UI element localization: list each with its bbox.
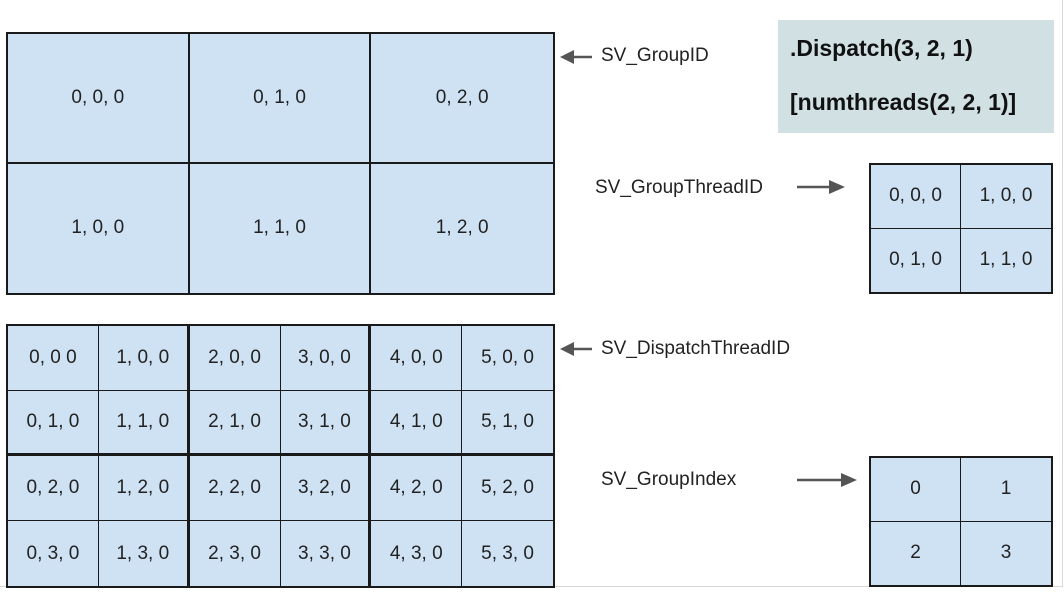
dispatch-grid-cell: 1, 1, 0 xyxy=(98,391,190,456)
dispatch-grid-cell: 5, 1, 0 xyxy=(462,391,553,456)
dispatch-grid-cell: 3, 1, 0 xyxy=(280,391,372,456)
dispatch-grid-cell: 2, 0, 0 xyxy=(189,326,281,391)
dispatch-grid-cell: 1, 2, 0 xyxy=(98,456,190,521)
thread-grid-cell: 0, 1, 0 xyxy=(871,228,961,292)
group-grid-cell: 0, 0, 0 xyxy=(8,34,190,164)
dispatch-grid-cell: 4, 1, 0 xyxy=(371,391,463,456)
index-grid-cell: 1 xyxy=(961,458,1051,522)
group-grid-cell: 0, 2, 0 xyxy=(371,34,553,164)
thread-grid-cell: 1, 1, 0 xyxy=(979,249,1033,271)
dispatch-grid-cell: 1, 0, 0 xyxy=(98,326,190,391)
dispatch-grid-cell: 3, 2, 0 xyxy=(280,456,372,521)
dispatch-grid-cell: 0, 1, 0 xyxy=(8,391,99,456)
group-id-label: SV_GroupID xyxy=(601,45,709,66)
dispatch-grid-cell: 1, 3, 0 xyxy=(99,521,190,586)
group-grid-cell: 1, 0, 0 xyxy=(8,163,190,293)
dispatch-grid-cell: 2, 2, 0 xyxy=(189,456,281,521)
group-thread-id-arrow-icon xyxy=(797,180,845,194)
index-grid-cell: 3 xyxy=(1000,542,1012,564)
dispatch-grid-cell: 5, 3, 0 xyxy=(481,542,534,564)
dispatch-grid-cell: 2, 1, 0 xyxy=(189,391,281,456)
group-index-label: SV_GroupIndex xyxy=(601,469,737,490)
dispatch-grid-cell: 3, 0, 0 xyxy=(280,326,372,391)
group-grid-cell: 0, 1, 0 xyxy=(189,34,372,164)
numthreads-text: [numthreads(2, 2, 1)] xyxy=(790,89,1017,115)
dispatch-grid-cell: 3, 3, 0 xyxy=(281,521,372,586)
dispatch-grid-cell: 0, 0 0 xyxy=(8,326,99,391)
dispatch-grid-cell: 5, 2, 0 xyxy=(462,456,553,521)
dispatch-grid-cell: 2, 3, 0 xyxy=(190,521,281,586)
index-grid-cell: 2 xyxy=(871,521,961,585)
group-grid-cell: 1, 1, 0 xyxy=(190,163,372,293)
thread-grid-cell: 1, 0, 0 xyxy=(961,165,1051,229)
dispatch-call-text: .Dispatch(3, 2, 1) xyxy=(790,35,973,61)
group-grid-cell: 1, 2, 0 xyxy=(435,217,489,239)
dispatch-grid-cell: 0, 2, 0 xyxy=(8,456,99,521)
dispatch-thread-id-label: SV_DispatchThreadID xyxy=(601,338,791,359)
dispatch-info-box: .Dispatch(3, 2, 1) [numthreads(2, 2, 1)] xyxy=(778,20,1054,133)
group-id-arrow-icon xyxy=(560,50,592,64)
dispatch-grid-cell: 5, 0, 0 xyxy=(462,326,553,391)
group-thread-id-label: SV_GroupThreadID xyxy=(595,177,763,198)
index-grid-cell: 0 xyxy=(871,458,961,522)
dispatch-grid-cell: 0, 3, 0 xyxy=(8,521,99,586)
group-index-arrow-icon xyxy=(797,473,857,487)
dispatch-grid-cell: 4, 3, 0 xyxy=(371,521,463,586)
thread-grid-cell: 0, 0, 0 xyxy=(871,165,961,229)
dispatch-grid-cell: 4, 2, 0 xyxy=(371,456,463,521)
dispatch-thread-id-arrow-icon xyxy=(560,342,592,356)
dispatch-grid-cell: 4, 0, 0 xyxy=(371,326,463,391)
